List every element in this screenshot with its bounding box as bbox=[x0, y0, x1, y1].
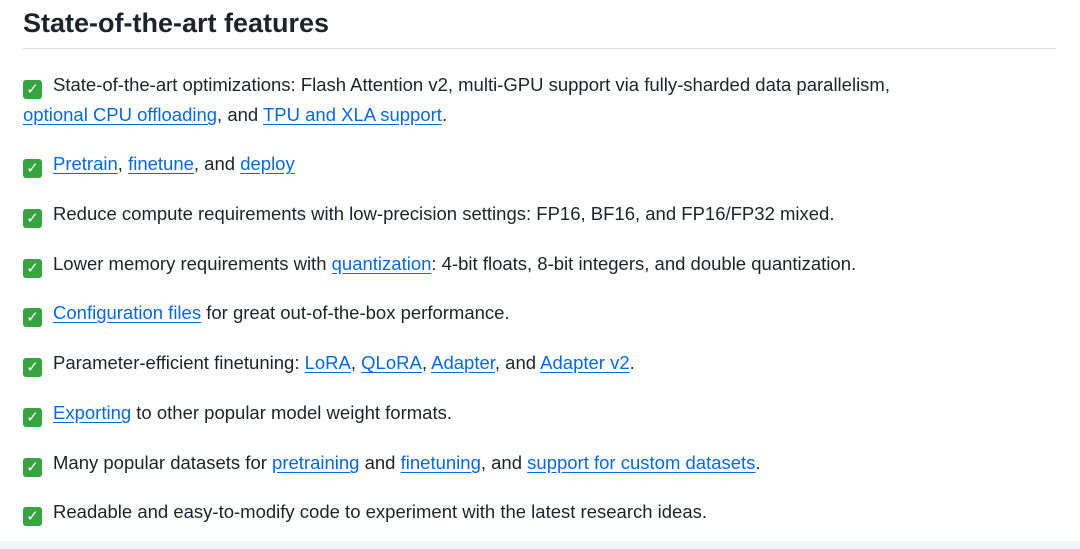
feature-text: Readable and easy-to-modify code to expe… bbox=[53, 501, 708, 522]
feature-item-readable-code: ✓ Readable and easy-to-modify code to exp… bbox=[23, 497, 1063, 527]
feature-text: Reduce compute requirements with low-pre… bbox=[53, 203, 835, 224]
check-mark-icon: ✓ bbox=[23, 259, 42, 278]
feature-item-pretrain-finetune-deploy: ✓ Pretrain, finetune, and deploy bbox=[23, 149, 1063, 179]
link-custom-datasets[interactable]: support for custom datasets bbox=[527, 452, 756, 473]
link-pretrain[interactable]: Pretrain bbox=[53, 153, 118, 174]
feature-text: . bbox=[441, 104, 448, 125]
link-configuration-files[interactable]: Configuration files bbox=[53, 302, 202, 323]
feature-item-quantization: ✓ Lower memory requirements with quantiza… bbox=[23, 249, 1063, 279]
link-finetuning[interactable]: finetuning bbox=[400, 452, 481, 473]
feature-text: and bbox=[359, 452, 401, 473]
feature-item-datasets: ✓ Many popular datasets for pretraining a… bbox=[23, 448, 1063, 478]
feature-text: , and bbox=[480, 452, 528, 473]
feature-item-low-precision: ✓ Reduce compute requirements with low-pr… bbox=[23, 199, 1063, 229]
check-mark-icon: ✓ bbox=[23, 209, 42, 228]
feature-text: , bbox=[421, 352, 432, 373]
feature-text: Parameter-efficient finetuning: bbox=[53, 352, 305, 373]
feature-text: , bbox=[350, 352, 362, 373]
feature-text: : 4-bit floats, 8-bit integers, and doub… bbox=[431, 253, 857, 274]
check-mark-icon: ✓ bbox=[23, 358, 42, 377]
section-heading: State-of-the-art features bbox=[23, 8, 330, 38]
check-mark-icon: ✓ bbox=[23, 308, 42, 327]
link-deploy[interactable]: deploy bbox=[240, 153, 295, 174]
feature-text: , bbox=[117, 153, 129, 174]
link-adapter-v2[interactable]: Adapter v2 bbox=[540, 352, 630, 373]
link-adapter[interactable]: Adapter bbox=[431, 352, 495, 373]
feature-text: . bbox=[755, 452, 761, 473]
check-mark-icon: ✓ bbox=[23, 80, 42, 99]
feature-text: , and bbox=[217, 104, 263, 125]
feature-item-exporting: ✓ Exporting to other popular model weight… bbox=[23, 398, 1063, 428]
feature-text: , and bbox=[193, 153, 241, 174]
feature-text: . bbox=[629, 352, 635, 373]
check-mark-icon: ✓ bbox=[23, 159, 42, 178]
link-pretraining[interactable]: pretraining bbox=[272, 452, 360, 473]
link-tpu-xla-support[interactable]: TPU and XLA support bbox=[263, 104, 442, 125]
link-lora[interactable]: LoRA bbox=[304, 352, 351, 373]
feature-text: , and bbox=[494, 352, 541, 373]
feature-text: Many popular datasets for bbox=[53, 452, 273, 473]
heading-divider bbox=[23, 48, 1056, 49]
bottom-edge bbox=[0, 541, 1080, 549]
link-exporting[interactable]: Exporting bbox=[53, 402, 132, 423]
feature-text: State-of-the-art optimizations: Flash At… bbox=[53, 74, 890, 95]
feature-text: to other popular model weight formats. bbox=[131, 402, 452, 423]
feature-text: for great out-of-the-box performance. bbox=[201, 302, 510, 323]
check-mark-icon: ✓ bbox=[23, 408, 42, 427]
feature-item-optimizations: ✓ State-of-the-art optimizations: Flash A… bbox=[23, 70, 1063, 130]
feature-item-parameter-efficient: ✓ Parameter-efficient finetuning: LoRA, Q… bbox=[23, 348, 1063, 378]
check-mark-icon: ✓ bbox=[23, 458, 42, 477]
link-qlora[interactable]: QLoRA bbox=[361, 352, 422, 373]
feature-item-configuration-files: ✓ Configuration files for great out-of-th… bbox=[23, 298, 1063, 328]
feature-text: Lower memory requirements with bbox=[53, 253, 332, 274]
link-finetune[interactable]: finetune bbox=[128, 153, 194, 174]
link-optional-cpu-offloading[interactable]: optional CPU offloading bbox=[23, 104, 218, 125]
check-mark-icon: ✓ bbox=[23, 507, 42, 526]
link-quantization[interactable]: quantization bbox=[331, 253, 432, 274]
